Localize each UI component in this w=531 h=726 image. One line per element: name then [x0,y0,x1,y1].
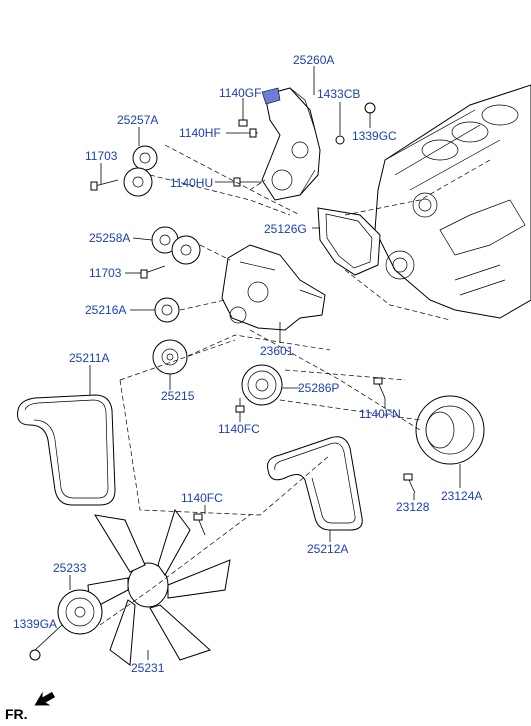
fan-25231 [87,508,231,666]
assembly-dashed-lines [99,144,491,626]
nut-1339GC [364,102,376,114]
label-11703-upper: 11703 [85,149,118,163]
bolt-1140HF [240,128,258,138]
bolt-1140FN [373,377,386,399]
label-25211A: 25211A [69,351,109,365]
label-23124A: 23124A [441,489,482,503]
belt-25211A [17,394,116,506]
label-25233: 25233 [53,561,87,575]
label-1140GF: 1140GF [219,86,261,100]
label-1339GC: 1339GC [352,129,397,143]
label-25258A: 25258A [89,231,130,245]
bolt-1140FC-lower [193,513,206,536]
pin-1433CB [335,135,345,145]
pulley-25286P [241,364,283,406]
label-25212A: 25212A [307,542,348,556]
idler-pulleys-25257A [123,145,158,197]
label-11703-lower: 11703 [89,266,122,280]
label-1140HF: 1140HF [179,126,221,140]
label-1140FC-upper: 1140FC [218,422,260,436]
label-1339GA: 1339GA [13,617,57,631]
label-25260A: 25260A [293,53,334,67]
belt-25212A [267,436,363,531]
label-25231: 25231 [131,661,165,675]
label-1140FC-lower: 1140FC [181,491,223,505]
label-1140FN: 1140FN [359,407,401,421]
idler-25216A [154,297,180,323]
front-arrow-icon [34,691,56,706]
label-25257A: 25257A [117,113,158,127]
nut-1339GA [29,649,41,661]
bolt-11703-lower [140,265,166,279]
tensioner-25258A [151,226,201,265]
pulley-25215 [152,339,188,375]
bolt-1140FC-upper [235,398,245,413]
label-25286P: 25286P [298,381,339,395]
front-indicator-label: FR. [5,706,28,722]
label-1433CB: 1433CB [317,87,360,101]
label-23128: 23128 [396,500,430,514]
fan-clutch-25233 [57,589,103,635]
leader-lines [34,66,461,660]
water-pump-23601 [221,244,326,331]
damper-pulley-23124A [415,395,485,465]
bolt-1140GF [238,110,248,127]
label-25216A: 25216A [85,303,126,317]
engine-block [374,84,531,319]
label-23601: 23601 [260,344,294,358]
bolt-11703-upper [90,179,119,191]
label-25215: 25215 [161,389,195,403]
label-25126G: 25126G [264,222,307,236]
mounting-bracket [261,87,321,201]
label-1140HU: 1140HU [170,176,213,190]
gasket-25126G [317,207,381,276]
bolt-23128 [403,473,416,494]
